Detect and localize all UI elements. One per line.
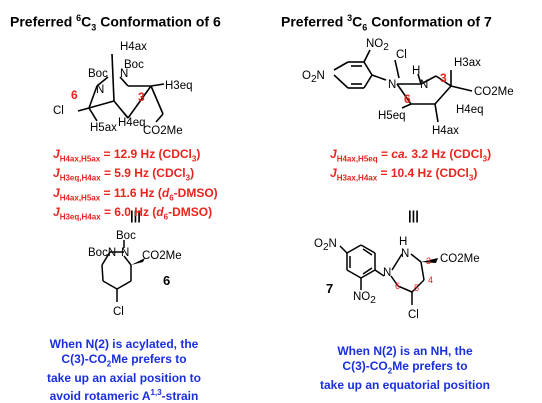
right-co2me-label: CO2Me bbox=[474, 86, 514, 98]
struct6-boc: Boc bbox=[116, 230, 136, 242]
right-num3-label: 3 bbox=[440, 71, 447, 85]
struct7-pos3: 3 bbox=[426, 256, 431, 266]
right-n1-label: N bbox=[388, 79, 396, 91]
struct6-co2me: CO2Me bbox=[142, 250, 182, 262]
h5ax-label: H5ax bbox=[90, 122, 117, 134]
num3-label: 3 bbox=[138, 90, 145, 104]
right-ring7-bonds bbox=[339, 244, 425, 305]
left-wedge-bond bbox=[131, 258, 145, 265]
left-coupling-2: JH3eq,H4ax = 5.9 Hz (CDCl3) bbox=[53, 166, 195, 183]
h4eq-label-right: H4eq bbox=[456, 104, 484, 116]
struct7-number: 7 bbox=[326, 281, 333, 296]
num6-label: 6 bbox=[71, 88, 78, 102]
co2me-label: CO2Me bbox=[143, 125, 183, 137]
struct6-n: N bbox=[121, 247, 129, 259]
right-coupling-1: JH4ax,H5eq = ca. 3.2 Hz (CDCl3) bbox=[330, 147, 492, 164]
n1-label: N bbox=[96, 84, 104, 96]
struct7-pos5: 5 bbox=[414, 283, 419, 293]
no2-label: NO2 bbox=[366, 38, 389, 53]
right-equiv: ||| bbox=[408, 208, 419, 223]
struct7-n2: N bbox=[401, 248, 409, 260]
right-wedge-bond bbox=[421, 258, 438, 263]
left-couplings: JH4ax,H5ax = 12.9 Hz (CDCl3) JH3eq,H4ax … bbox=[53, 147, 218, 225]
boc-label-2: Boc bbox=[124, 59, 144, 71]
left-equiv: ||| bbox=[130, 208, 141, 223]
struct7-pos4: 4 bbox=[428, 275, 433, 285]
left-conclusion: When N(2) is acylated, the C(3)-CO2Me pr… bbox=[46, 337, 202, 403]
struct6-bocn: BocN bbox=[88, 247, 116, 259]
left-chair-bonds bbox=[77, 53, 165, 123]
h4eq-label: H4eq bbox=[118, 117, 146, 129]
struct7-n1: N bbox=[383, 267, 391, 279]
h3eq-label: H3eq bbox=[165, 80, 193, 92]
struct7-h: H bbox=[399, 236, 407, 248]
struct7-no2: NO2 bbox=[353, 291, 376, 306]
right-n2-label: N bbox=[420, 79, 428, 91]
n2-label: N bbox=[120, 68, 128, 80]
boc-label-1: Boc bbox=[88, 68, 108, 80]
left-coupling-4: JH3eq,H4ax = 6.0 Hz (d6-DMSO) bbox=[53, 205, 213, 222]
right-conclusion: When N(2) is an NH, the C(3)-CO2Me prefe… bbox=[319, 344, 491, 393]
right-aryl-bonds bbox=[333, 49, 387, 89]
right-coupling-2: JH3ax,H4ax = 10.4 Hz (CDCl3) bbox=[330, 166, 478, 183]
struct6-cl: Cl bbox=[113, 306, 124, 318]
left-ring-bonds bbox=[101, 240, 132, 302]
right-cl-label: Cl bbox=[396, 49, 407, 61]
h4ax-label-right: H4ax bbox=[432, 125, 459, 137]
right-title: Preferred 3C6 Conformation of 7 bbox=[281, 13, 492, 33]
struct7-pos6: 6 bbox=[395, 281, 400, 291]
right-couplings: JH4ax,H5eq = ca. 3.2 Hz (CDCl3) JH3ax,H4… bbox=[330, 147, 491, 186]
struct6-number: 6 bbox=[163, 273, 170, 288]
cl-label: Cl bbox=[53, 105, 64, 117]
struct7-cl: Cl bbox=[408, 309, 419, 321]
left-coupling-3: JH4ax,H5ax = 11.6 Hz (d6-DMSO) bbox=[53, 185, 218, 203]
left-title: Preferred 6C3 Conformation of 6 bbox=[10, 13, 221, 33]
right-num6-label: 6 bbox=[404, 92, 411, 106]
o2n-label: O2N bbox=[302, 70, 325, 85]
h4ax-label: H4ax bbox=[120, 41, 147, 53]
left-coupling-1: JH4ax,H5ax = 12.9 Hz (CDCl3) bbox=[53, 147, 201, 164]
right-h-label: H bbox=[412, 65, 420, 77]
struct7-o2n: O2N bbox=[314, 238, 337, 253]
h5eq-label: H5eq bbox=[378, 110, 406, 122]
struct7-co2me: CO2Me bbox=[440, 253, 480, 265]
h3ax-label: H3ax bbox=[454, 57, 481, 69]
right-chair-bonds bbox=[394, 59, 473, 123]
